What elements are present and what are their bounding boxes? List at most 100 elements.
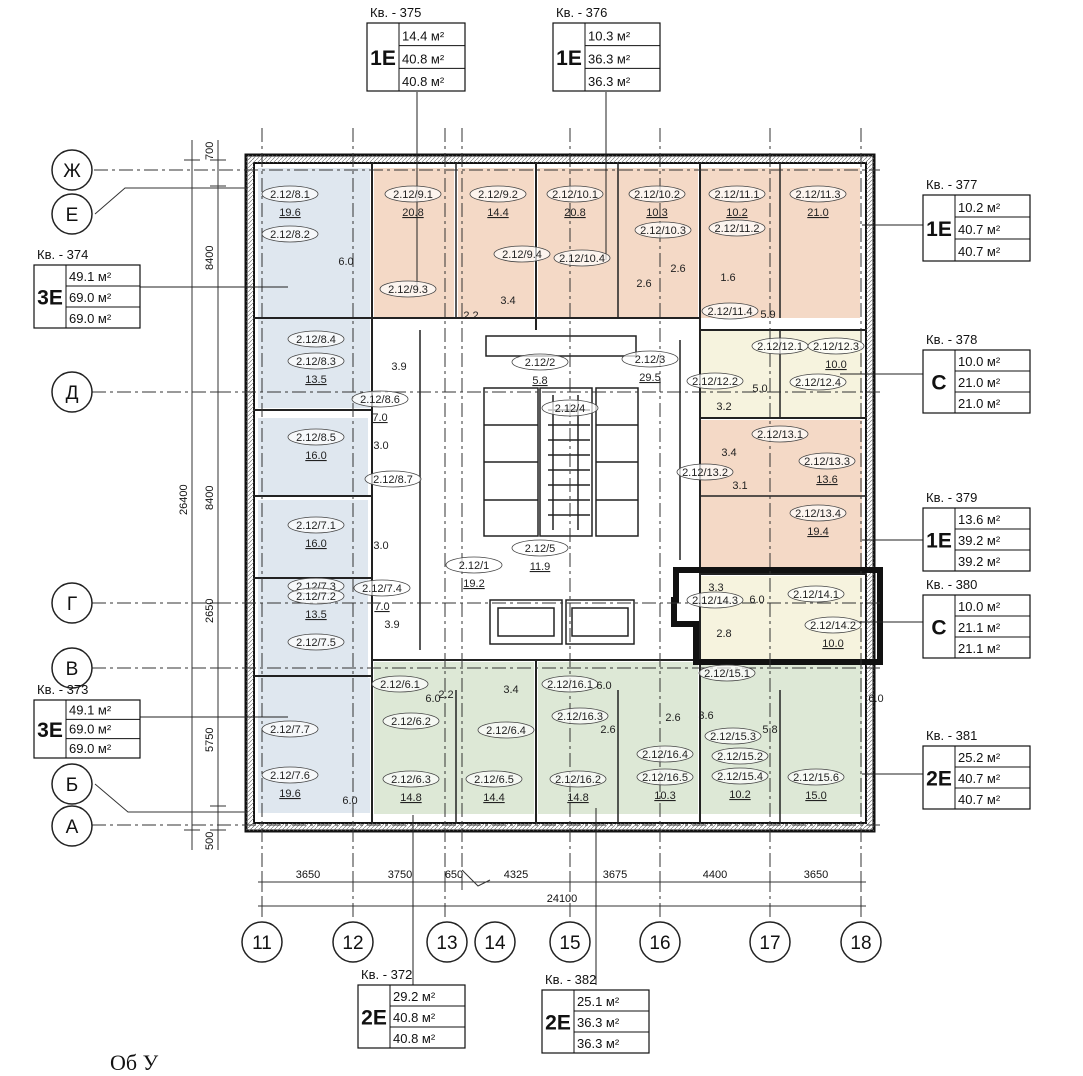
room-tag: 2.12/9.3 <box>379 280 437 298</box>
room-code: 2.12/9.1 <box>393 189 433 201</box>
apartment-box-frame <box>922 194 1031 262</box>
room-tag: 2.12/4 <box>541 399 599 417</box>
room-area: 10.0 <box>825 359 846 371</box>
room-code: 2.12/10.4 <box>559 253 605 265</box>
room-tag: 2.12/8.6 7.0 <box>351 390 409 424</box>
apartment-label: Кв. - 375 <box>370 5 421 20</box>
room-code: 2.12/14.1 <box>793 589 839 601</box>
apartment-type: 3E <box>37 719 63 742</box>
room-tag: 2.12/9.120.8 <box>384 185 442 219</box>
room-tag: 2.12/7.7 <box>261 720 319 738</box>
room-tag: 2.12/11.2 <box>708 219 766 237</box>
room-code: 2.12/7.1 <box>296 520 336 532</box>
apartment-area: 39.2 м² <box>958 533 1001 548</box>
dim-v-2650: 2650 <box>204 599 216 623</box>
room-code: 2.12/6.2 <box>391 716 431 728</box>
apartment-area: 36.3 м² <box>588 51 631 66</box>
axis-row-d: Д <box>66 383 79 404</box>
room-code: 2.12/15.4 <box>717 771 763 783</box>
axis-row-e: Е <box>66 205 79 226</box>
small-room-area: 3.0 <box>373 540 388 552</box>
apartment-area: 10.0 м² <box>958 599 1001 614</box>
apartment-box-frame <box>33 699 141 759</box>
small-room-area: 1.6 <box>720 272 735 284</box>
room-code: 2.12/8.2 <box>270 229 310 241</box>
small-room-area: 3.4 <box>721 447 736 459</box>
room-code: 2.12/6.1 <box>380 679 420 691</box>
room-code: 2.12/11.2 <box>714 223 759 235</box>
room-area: 10.2 <box>726 207 747 219</box>
room-tag: 2.12/7.5 <box>287 633 345 651</box>
axis-row-zh: Ж <box>63 161 81 182</box>
dim-v-8400a: 8400 <box>204 246 216 270</box>
apartment-area: 13.6 м² <box>958 512 1001 527</box>
room-code: 2.12/16.1 <box>547 679 593 691</box>
room-tag: 2.12/16.3 <box>551 707 609 725</box>
small-room-area: 2.6 <box>670 263 685 275</box>
room-tag: 2.12/13.313.6 <box>798 452 856 486</box>
room-area: 19.4 <box>807 526 828 538</box>
apartment-label: Кв. - 377 <box>926 177 977 192</box>
room-area: 10.2 <box>729 789 750 801</box>
room-tag: 2.12/15.2 <box>711 747 769 765</box>
room-code: 2.12/7.4 <box>362 583 402 595</box>
room-tag: 2.12/13.2 <box>676 463 734 481</box>
bottom-caption: Об У <box>110 1050 159 1075</box>
dim-h-3675: 3675 <box>603 869 627 881</box>
apartment-box-frame <box>922 349 1031 414</box>
room-code: 2.12/16.2 <box>555 774 601 786</box>
apartment-type: C <box>931 617 946 640</box>
room-tag: 2.12/11.321.0 <box>789 185 847 219</box>
apartment-area: 10.0 м² <box>958 354 1001 369</box>
outer-walls <box>244 153 876 833</box>
room-area: 16.0 <box>305 450 326 462</box>
room-code: 2.12/7.5 <box>296 637 336 649</box>
apartment-area: 40.8 м² <box>402 74 445 89</box>
small-room-area: 3.0 <box>373 440 388 452</box>
axis-row-a: А <box>66 817 79 838</box>
room-area: 14.4 <box>487 207 508 219</box>
room-tag: 2.12/9.214.4 <box>469 185 527 219</box>
room-code: 2.12/6.5 <box>474 774 514 786</box>
room-code: 2.12/14.2 <box>810 620 856 632</box>
room-tag: 2.12/8.4 <box>287 330 345 348</box>
apartment-label: Кв. - 382 <box>545 972 596 987</box>
room-tag: 2.12/16.214.8 <box>549 770 607 804</box>
apartment-area: 10.3 м² <box>588 29 631 44</box>
small-room-area: 5.9 <box>760 309 775 321</box>
room-tag: 2.12/6.514.4 <box>465 770 523 804</box>
room-tag: 2.12/10.120.8 <box>546 185 604 219</box>
room-area: 10.3 <box>654 790 675 802</box>
small-room-area: 6.0 <box>868 693 883 705</box>
dim-h-650: 650 <box>445 869 463 881</box>
axis-row-v: В <box>66 659 79 680</box>
apartment-area: 10.2 м² <box>958 200 1001 215</box>
horizontal-dim-labels: 3650 3750 650 4325 3675 4400 3650 24100 <box>296 869 828 905</box>
room-code: 2.12/2 <box>525 357 556 369</box>
apartment-area: 21.0 м² <box>958 375 1001 390</box>
dim-v-700: 700 <box>204 142 216 160</box>
room-code: 2.12/8.6 <box>360 394 400 406</box>
room-tag: 2.12/14.3 <box>686 591 744 609</box>
room-tag: 2.12/329.5 <box>621 350 679 384</box>
room-tag: 2.12/511.9 <box>511 539 569 573</box>
room-labels: 2.12/8.119.62.12/8.22.12/8.42.12/8.313.5… <box>261 185 865 804</box>
room-tag: 2.12/13.1 <box>751 425 809 443</box>
room-tag: 2.12/7.116.0 <box>287 516 345 550</box>
room-area: 7.0 <box>372 412 387 424</box>
room-tag: 2.12/6.4 <box>477 721 535 739</box>
room-tag: 2.12/12.2 <box>686 372 744 390</box>
dim-h-3650a: 3650 <box>296 869 320 881</box>
dim-h-4325: 4325 <box>504 869 528 881</box>
room-tag: 2.12/16.1 <box>541 675 599 693</box>
apartment-area: 36.3 м² <box>577 1036 620 1051</box>
axis-col-14: 14 <box>484 933 506 954</box>
small-room-area: 2.6 <box>600 724 615 736</box>
